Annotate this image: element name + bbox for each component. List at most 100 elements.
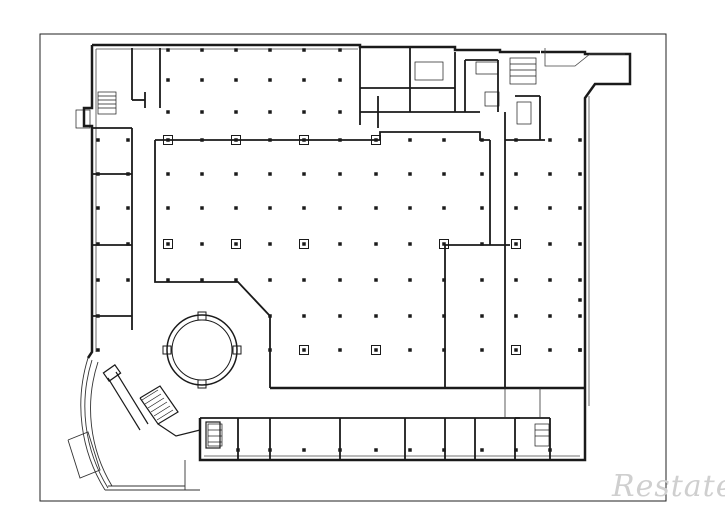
column-large bbox=[511, 239, 521, 249]
column bbox=[442, 278, 446, 282]
column bbox=[302, 48, 306, 52]
column bbox=[338, 172, 342, 176]
column bbox=[480, 448, 484, 452]
column bbox=[442, 242, 446, 246]
column bbox=[302, 348, 306, 352]
column bbox=[548, 206, 552, 210]
column bbox=[126, 206, 130, 210]
column bbox=[514, 348, 518, 352]
column bbox=[548, 278, 552, 282]
column-large bbox=[299, 239, 309, 249]
column bbox=[374, 172, 378, 176]
column bbox=[374, 448, 378, 452]
column bbox=[578, 348, 582, 352]
column bbox=[234, 206, 238, 210]
column bbox=[374, 314, 378, 318]
column bbox=[302, 78, 306, 82]
column bbox=[234, 110, 238, 114]
column bbox=[96, 242, 100, 246]
column bbox=[578, 206, 582, 210]
column bbox=[302, 138, 306, 142]
column bbox=[200, 172, 204, 176]
column bbox=[268, 448, 272, 452]
column bbox=[234, 138, 238, 142]
column bbox=[442, 348, 446, 352]
column-large bbox=[299, 135, 309, 145]
column bbox=[480, 138, 484, 142]
column bbox=[166, 138, 170, 142]
column bbox=[338, 48, 342, 52]
column bbox=[200, 110, 204, 114]
column bbox=[234, 78, 238, 82]
column bbox=[338, 110, 342, 114]
column bbox=[268, 138, 272, 142]
column bbox=[578, 138, 582, 142]
column bbox=[408, 448, 412, 452]
column bbox=[166, 242, 170, 246]
column bbox=[408, 314, 412, 318]
column bbox=[268, 110, 272, 114]
column bbox=[338, 138, 342, 142]
column bbox=[480, 348, 484, 352]
column bbox=[514, 242, 518, 246]
column bbox=[374, 242, 378, 246]
column bbox=[548, 448, 552, 452]
column bbox=[234, 278, 238, 282]
column bbox=[548, 348, 552, 352]
column bbox=[548, 314, 552, 318]
column bbox=[514, 138, 518, 142]
column bbox=[514, 448, 518, 452]
column bbox=[166, 278, 170, 282]
column bbox=[408, 348, 412, 352]
column bbox=[578, 298, 582, 302]
column bbox=[234, 48, 238, 52]
structural-columns bbox=[96, 48, 582, 452]
column bbox=[200, 278, 204, 282]
column bbox=[234, 172, 238, 176]
column bbox=[268, 314, 272, 318]
column bbox=[200, 242, 204, 246]
column bbox=[268, 278, 272, 282]
escalator-steps bbox=[141, 389, 174, 421]
column-large bbox=[231, 135, 241, 145]
column bbox=[442, 448, 446, 452]
column bbox=[126, 278, 130, 282]
escalator-gallery bbox=[102, 364, 221, 449]
column bbox=[268, 206, 272, 210]
column bbox=[96, 278, 100, 282]
column bbox=[302, 448, 306, 452]
column bbox=[166, 206, 170, 210]
column bbox=[302, 314, 306, 318]
column bbox=[514, 206, 518, 210]
column bbox=[126, 242, 130, 246]
column bbox=[442, 138, 446, 142]
column bbox=[480, 206, 484, 210]
column bbox=[302, 242, 306, 246]
column bbox=[514, 172, 518, 176]
column bbox=[236, 448, 240, 452]
zone-lines bbox=[504, 388, 541, 418]
column-large bbox=[371, 345, 381, 355]
column-large bbox=[231, 239, 241, 249]
column bbox=[126, 172, 130, 176]
column bbox=[514, 314, 518, 318]
interior-walls bbox=[92, 47, 551, 460]
column-large bbox=[163, 135, 173, 145]
column-large bbox=[439, 239, 449, 249]
column bbox=[338, 206, 342, 210]
column-large bbox=[299, 345, 309, 355]
column-large bbox=[511, 345, 521, 355]
entrance-curved-facade bbox=[67, 357, 200, 491]
column bbox=[268, 348, 272, 352]
column bbox=[338, 278, 342, 282]
column bbox=[338, 348, 342, 352]
column bbox=[166, 110, 170, 114]
column bbox=[578, 278, 582, 282]
rotunda bbox=[162, 311, 242, 389]
column bbox=[338, 242, 342, 246]
column bbox=[338, 78, 342, 82]
column bbox=[578, 242, 582, 246]
column bbox=[200, 48, 204, 52]
column bbox=[338, 314, 342, 318]
